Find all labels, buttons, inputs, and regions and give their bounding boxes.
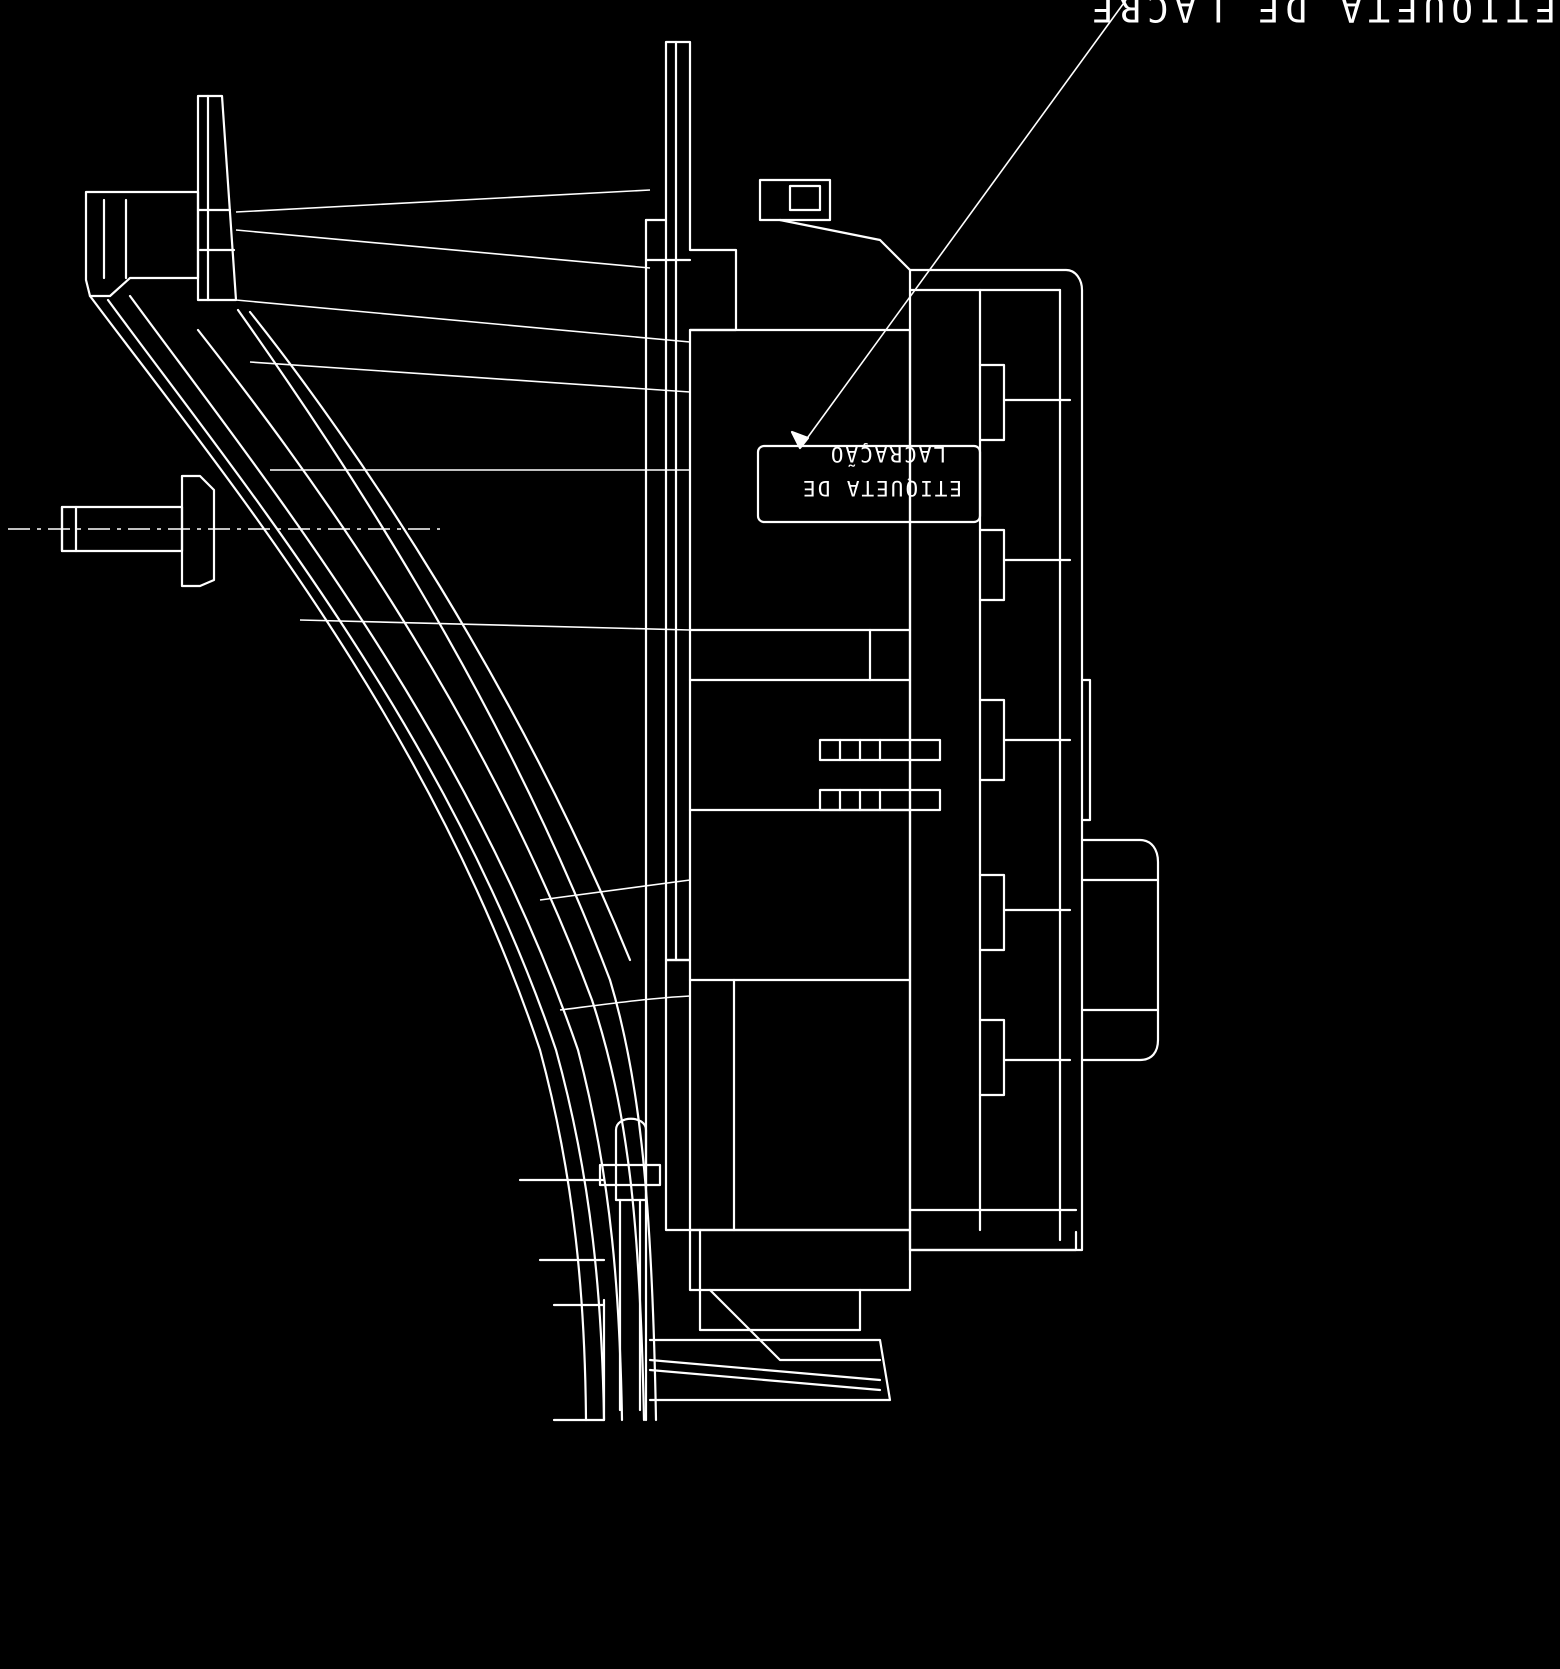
right-housing <box>908 268 1160 1252</box>
seal-tag <box>756 444 982 524</box>
tag-label-line2: LACRAÇÃO <box>829 442 946 468</box>
curved-lens-housing <box>84 94 662 1422</box>
mounting-flange <box>644 40 738 1422</box>
callout-leader <box>790 0 1127 450</box>
lower-bracket <box>648 1208 1078 1402</box>
radiating-lines <box>235 189 691 1011</box>
shaft-stub <box>60 474 216 588</box>
main-body <box>688 178 942 1232</box>
tag-label-line1: ETIQUETA DE <box>801 476 962 500</box>
callout-label: ETIQUETA DE LACRE <box>1086 0 1556 28</box>
